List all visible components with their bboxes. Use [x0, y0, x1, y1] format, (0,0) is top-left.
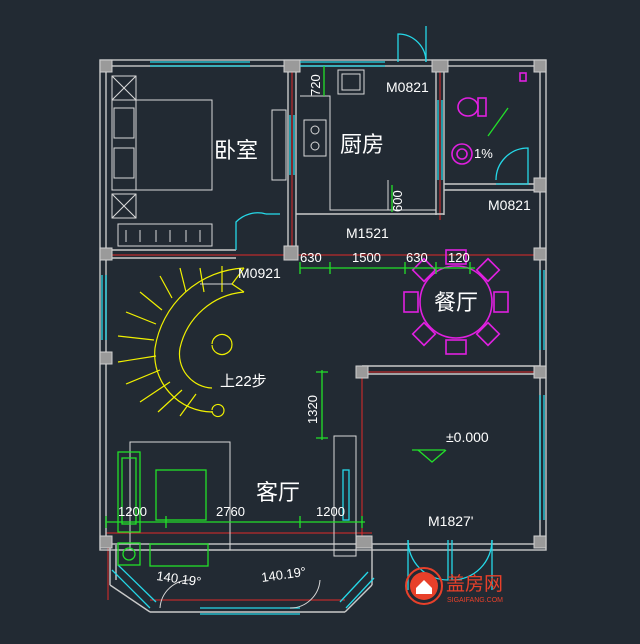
dimension-lines — [105, 66, 475, 528]
watermark-name: 盖房网 — [446, 573, 503, 595]
angle-label-bay-right: 140.19° — [260, 564, 307, 585]
stair-annotation: 上22步 — [220, 373, 267, 390]
living-furniture — [117, 435, 357, 567]
door-swings — [159, 26, 529, 609]
door-label-m0821-right: M0821 — [488, 197, 531, 213]
dim-label-630b: 630 — [406, 250, 428, 265]
watermark-url: SIGAIFANG.COM — [447, 597, 503, 604]
dim-label-1200a: 1200 — [118, 504, 147, 519]
dim-label-2760: 2760 — [216, 504, 245, 519]
room-label-kitchen: 厨房 — [340, 133, 384, 158]
room-label-living: 客厅 — [256, 481, 300, 506]
elevation-annotation: ±0.000 — [446, 429, 489, 445]
spiral-stair — [117, 266, 245, 418]
door-label-m1827: M1827' — [428, 513, 473, 529]
door-label-m0921: M0921 — [238, 265, 281, 281]
room-label-dining: 餐厅 — [434, 291, 478, 316]
bathroom-fixtures — [451, 72, 527, 165]
door-label-m0821-top: M0821 — [386, 79, 429, 95]
slope-annotation: 1% — [474, 146, 493, 161]
kitchen-furniture — [300, 69, 436, 211]
dining-table — [403, 249, 509, 355]
axis-lines — [106, 62, 540, 601]
dim-label-120: 120 — [448, 250, 470, 265]
dim-label-1320: 1320 — [305, 395, 320, 424]
bedroom-furniture — [111, 75, 287, 247]
dim-label-600: 600 — [390, 190, 405, 212]
room-label-bedroom: 卧室 — [214, 139, 258, 164]
columns — [99, 59, 547, 549]
windows — [101, 61, 545, 615]
angle-label-bay-left: 140.19° — [156, 568, 203, 589]
dim-label-1200b: 1200 — [316, 504, 345, 519]
dim-label-1500: 1500 — [352, 250, 381, 265]
dim-label-630a: 630 — [300, 250, 322, 265]
door-label-m1521: M1521 — [346, 225, 389, 241]
dim-label-720: 720 — [308, 74, 323, 96]
watermark: 盖房网 SIGAIFANG.COM — [405, 567, 503, 605]
